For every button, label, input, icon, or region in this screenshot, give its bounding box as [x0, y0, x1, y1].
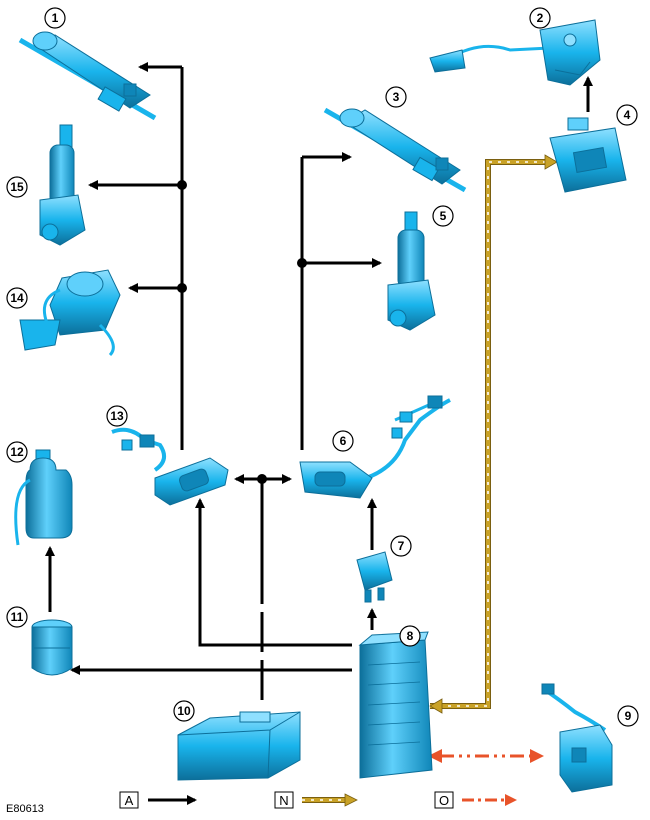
svg-text:14: 14: [10, 291, 24, 305]
component-11-pump: [31, 619, 73, 676]
dotted-line-8-4: [429, 154, 558, 714]
svg-text:9: 9: [625, 709, 632, 723]
callout-9: 9: [617, 705, 639, 727]
component-14-motor: [19, 269, 121, 357]
svg-text:7: 7: [398, 539, 405, 553]
svg-text:1: 1: [52, 11, 59, 25]
component-15-motor: [39, 124, 86, 246]
svg-text:11: 11: [11, 610, 24, 624]
callout-10: 10: [173, 700, 195, 722]
callout-13: 13: [106, 405, 128, 427]
component-1-pump: [18, 31, 157, 121]
svg-text:10: 10: [177, 704, 191, 718]
link-8-to-13: [195, 498, 352, 647]
component-12-reservoir: [14, 449, 73, 546]
callouts: 1 2 3 4 5 6 7 8: [6, 7, 639, 727]
callout-6: 6: [332, 430, 354, 452]
callout-7: 7: [390, 535, 412, 557]
callout-3: 3: [385, 86, 407, 108]
callout-11: 11: [6, 606, 28, 628]
component-4-control-module: [549, 117, 627, 193]
svg-text:4: 4: [624, 108, 631, 122]
callout-14: 14: [6, 287, 28, 309]
component-5-motor: [387, 211, 436, 331]
component-13-switch-pack: [111, 427, 229, 506]
component-7-relay: [356, 551, 393, 603]
component-9-module: [541, 683, 613, 793]
callout-2: 2: [529, 7, 551, 29]
component-6-switch-pack: [299, 395, 451, 499]
legend-item-n: N: [274, 791, 358, 809]
svg-text:15: 15: [10, 180, 24, 194]
svg-text:3: 3: [393, 90, 400, 104]
callout-1: 1: [44, 7, 66, 29]
legend-item-a: A: [119, 791, 197, 809]
callout-12: 12: [6, 441, 28, 463]
legend-item-o: O: [434, 791, 517, 809]
svg-text:5: 5: [440, 209, 447, 223]
callout-15: 15: [6, 176, 28, 198]
component-10-module: [177, 711, 301, 781]
component-3-pump: [323, 107, 467, 193]
figure-reference: E80613: [6, 803, 44, 815]
junction-dots: [177, 180, 307, 484]
svg-text:N: N: [279, 793, 288, 808]
callout-4: 4: [616, 104, 638, 126]
dashdot-line-8-9: [428, 749, 544, 763]
svg-text:13: 13: [110, 409, 124, 423]
component-2-latch: [429, 19, 601, 86]
callout-8: 8: [399, 625, 421, 647]
component-8-control-module: [358, 631, 433, 779]
legend: A N O: [119, 791, 517, 809]
svg-text:8: 8: [407, 629, 414, 643]
svg-text:12: 12: [10, 445, 24, 459]
svg-text:6: 6: [340, 434, 347, 448]
svg-text:2: 2: [537, 11, 544, 25]
connection-lines: [45, 62, 593, 700]
svg-text:A: A: [125, 793, 134, 808]
callout-5: 5: [432, 205, 454, 227]
svg-text:O: O: [439, 793, 449, 808]
